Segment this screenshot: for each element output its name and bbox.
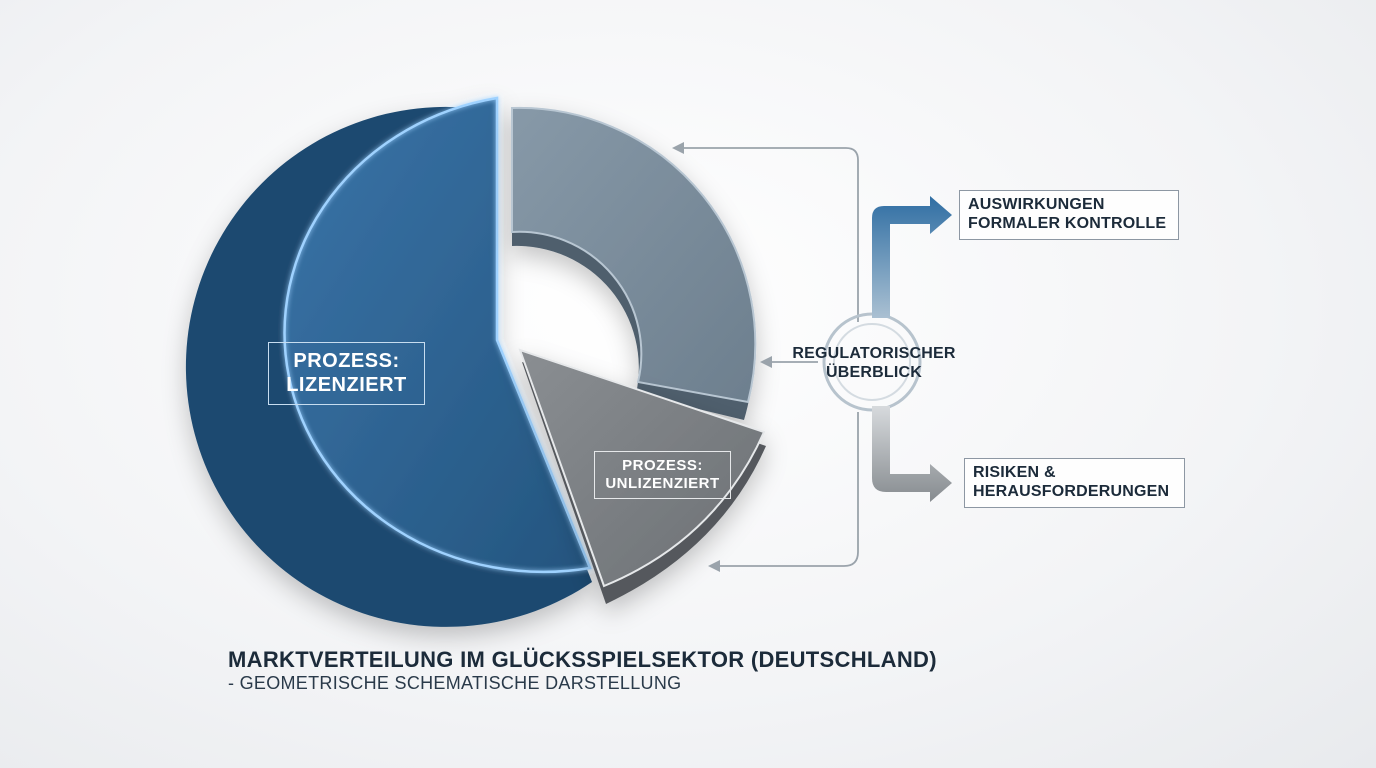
bracket-lower-line — [716, 412, 859, 567]
label-licensed-line2: LIZENZIERT — [286, 374, 407, 396]
label-unlicensed-line2: UNLIZENZIERT — [605, 475, 720, 492]
label-licensed: PROZESS: LIZENZIERT — [268, 342, 425, 405]
feedback-bracket — [680, 147, 859, 567]
hub-label-line2: ÜBERBLICK — [825, 364, 923, 381]
feedback-arrowheads — [672, 142, 772, 572]
label-unlicensed: PROZESS: UNLIZENZIERT — [594, 451, 731, 499]
hub-label-line1: REGULATORISCHER — [792, 345, 956, 362]
label-unlicensed-line1: PROZESS: — [622, 457, 703, 474]
output-arrow-bottom-shaft — [872, 406, 952, 502]
segment-licensed-edge — [283, 96, 592, 574]
output-arrow-top-shaft — [872, 196, 952, 318]
hub-label: REGULATORISCHER ÜBERBLICK — [784, 344, 964, 382]
arrowhead-lower — [708, 560, 720, 572]
output-box-control-line1: AUSWIRKUNGEN — [968, 196, 1105, 213]
segment-unlicensed-edge — [518, 348, 766, 588]
arrowhead-upper — [672, 142, 684, 154]
segment-upper-face — [512, 107, 756, 402]
label-licensed-line1: PROZESS: — [293, 350, 400, 372]
bracket-upper-line — [680, 147, 859, 322]
output-box-risks-line2: HERAUSFORDERUNGEN — [973, 483, 1170, 500]
segment-licensed — [185, 96, 592, 627]
segment-upper — [511, 106, 757, 420]
segment-licensed-face — [284, 98, 590, 572]
output-box-control: AUSWIRKUNGEN FORMALER KONTROLLE — [959, 190, 1179, 240]
output-box-risks-line1: RISIKEN & — [973, 464, 1056, 481]
segment-unlicensed — [518, 348, 766, 604]
segment-unlicensed-face — [520, 350, 764, 586]
output-arrow-bottom — [872, 406, 952, 502]
output-arrow-top — [872, 196, 952, 318]
page-title: MARKTVERTEILUNG IM GLÜCKSSPIELSEKTOR (DE… — [228, 647, 937, 672]
hub-ring-inner — [833, 323, 911, 401]
output-box-control-line2: FORMALER KONTROLLE — [968, 215, 1167, 232]
arrowhead-hub — [760, 356, 772, 368]
segment-upper-edge — [511, 106, 757, 404]
output-box-risks: RISIKEN & HERAUSFORDERUNGEN — [964, 458, 1185, 508]
page-subtitle: - GEOMETRISCHE SCHEMATISCHE DARSTELLUNG — [228, 673, 682, 693]
